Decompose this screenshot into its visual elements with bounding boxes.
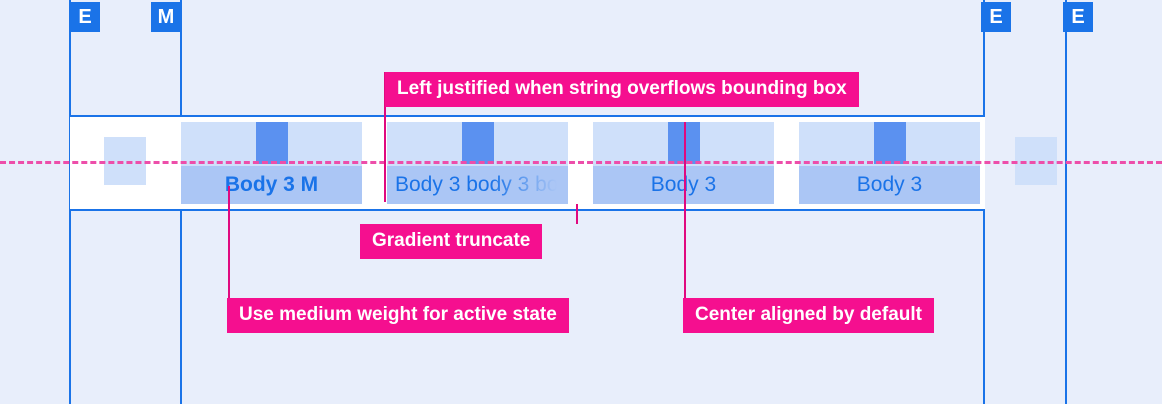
- marker-m-left-inner: M: [151, 2, 181, 32]
- tab-label: Body 3: [856, 173, 923, 196]
- annotation-center-aligned: Center aligned by default: [683, 298, 934, 333]
- annotation-medium-weight: Use medium weight for active state: [227, 298, 569, 333]
- tab-label-band: [593, 166, 774, 204]
- vertical-guide-right-outer: [1065, 0, 1067, 404]
- tab-label: Body 3 body 3 body 3: [395, 173, 568, 196]
- tab-label-band: [799, 166, 980, 204]
- leader-center-aligned: [684, 122, 686, 302]
- vertical-center-guide: [0, 161, 1162, 164]
- annotation-gradient-truncate: Gradient truncate: [360, 224, 543, 259]
- marker-e-right-inner: E: [981, 2, 1011, 32]
- tab-label: Body 3 M: [224, 173, 319, 196]
- tab-icon-square: [255, 122, 288, 164]
- leader-gradient-truncate: [576, 204, 578, 224]
- leader-medium-weight: [228, 186, 230, 302]
- annotation-left-justified: Left justified when string overflows bou…: [385, 72, 859, 107]
- tab-label-band: [181, 166, 362, 204]
- marker-e-left-outer: E: [70, 2, 100, 32]
- marker-e-right-outer: E: [1063, 2, 1093, 32]
- tab-icon-square: [873, 122, 906, 164]
- tab-icon-square: [461, 122, 494, 164]
- tab-icon-square: [667, 122, 700, 164]
- leader-left-justified: [384, 72, 386, 202]
- tab-label: Body 3: [650, 173, 717, 196]
